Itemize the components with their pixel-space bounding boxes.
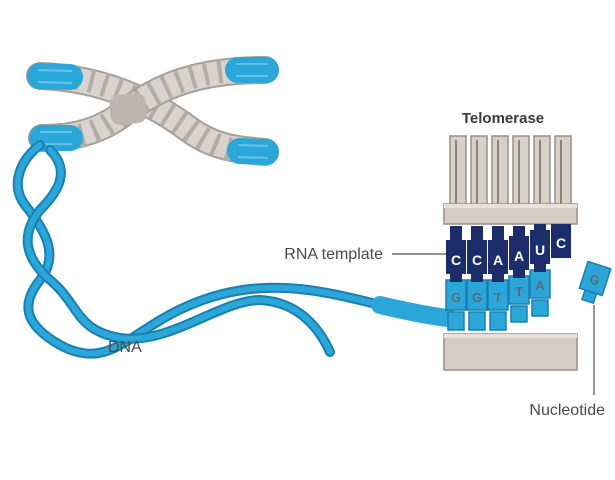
dna-base-label: G bbox=[472, 290, 482, 305]
telomerase-rods bbox=[449, 135, 572, 209]
rna-base-label: A bbox=[514, 248, 524, 264]
chromosome bbox=[26, 56, 279, 166]
dna-label: DNA bbox=[108, 339, 142, 356]
dna-base: A bbox=[529, 264, 551, 317]
dna-base-label: A bbox=[535, 278, 545, 293]
rna-base: C bbox=[467, 226, 487, 274]
dna-base: T bbox=[487, 274, 509, 331]
dna-bases: G G T T bbox=[445, 264, 551, 331]
dna-helix bbox=[12, 140, 457, 359]
free-nucleotide: G bbox=[578, 260, 612, 305]
rna-base-label: C bbox=[451, 252, 461, 268]
telomerase-bottom-plate bbox=[443, 333, 578, 371]
dna-base: G bbox=[466, 274, 488, 331]
rna-template-label: RNA template bbox=[284, 246, 383, 263]
chromosome-arm-1 bbox=[26, 62, 279, 166]
rna-base-label: U bbox=[535, 242, 545, 258]
rna-base: C bbox=[551, 224, 571, 258]
rna-base: A bbox=[488, 226, 508, 274]
telomerase-top-plate bbox=[443, 203, 578, 225]
dna-base: G bbox=[445, 274, 467, 331]
dna-base-label: G bbox=[451, 290, 461, 305]
rna-base-label: C bbox=[472, 252, 482, 268]
rna-base: U bbox=[530, 224, 550, 264]
rna-base: A bbox=[509, 226, 529, 270]
dna-base-label: T bbox=[494, 290, 502, 305]
centromere bbox=[109, 93, 147, 125]
nucleotide-label: Nucleotide bbox=[529, 402, 605, 419]
rna-base: C bbox=[446, 226, 466, 274]
dna-base: T bbox=[508, 270, 530, 323]
rna-base-label: C bbox=[556, 235, 566, 251]
rna-base-label: A bbox=[493, 252, 503, 268]
telomerase-title: Telomerase bbox=[462, 110, 544, 127]
free-nucleotide-label: G bbox=[587, 271, 601, 288]
telomerase: C C A A U C bbox=[443, 135, 578, 371]
rna-template: C C A A U C bbox=[446, 224, 571, 274]
dna-base-label: T bbox=[515, 284, 523, 299]
